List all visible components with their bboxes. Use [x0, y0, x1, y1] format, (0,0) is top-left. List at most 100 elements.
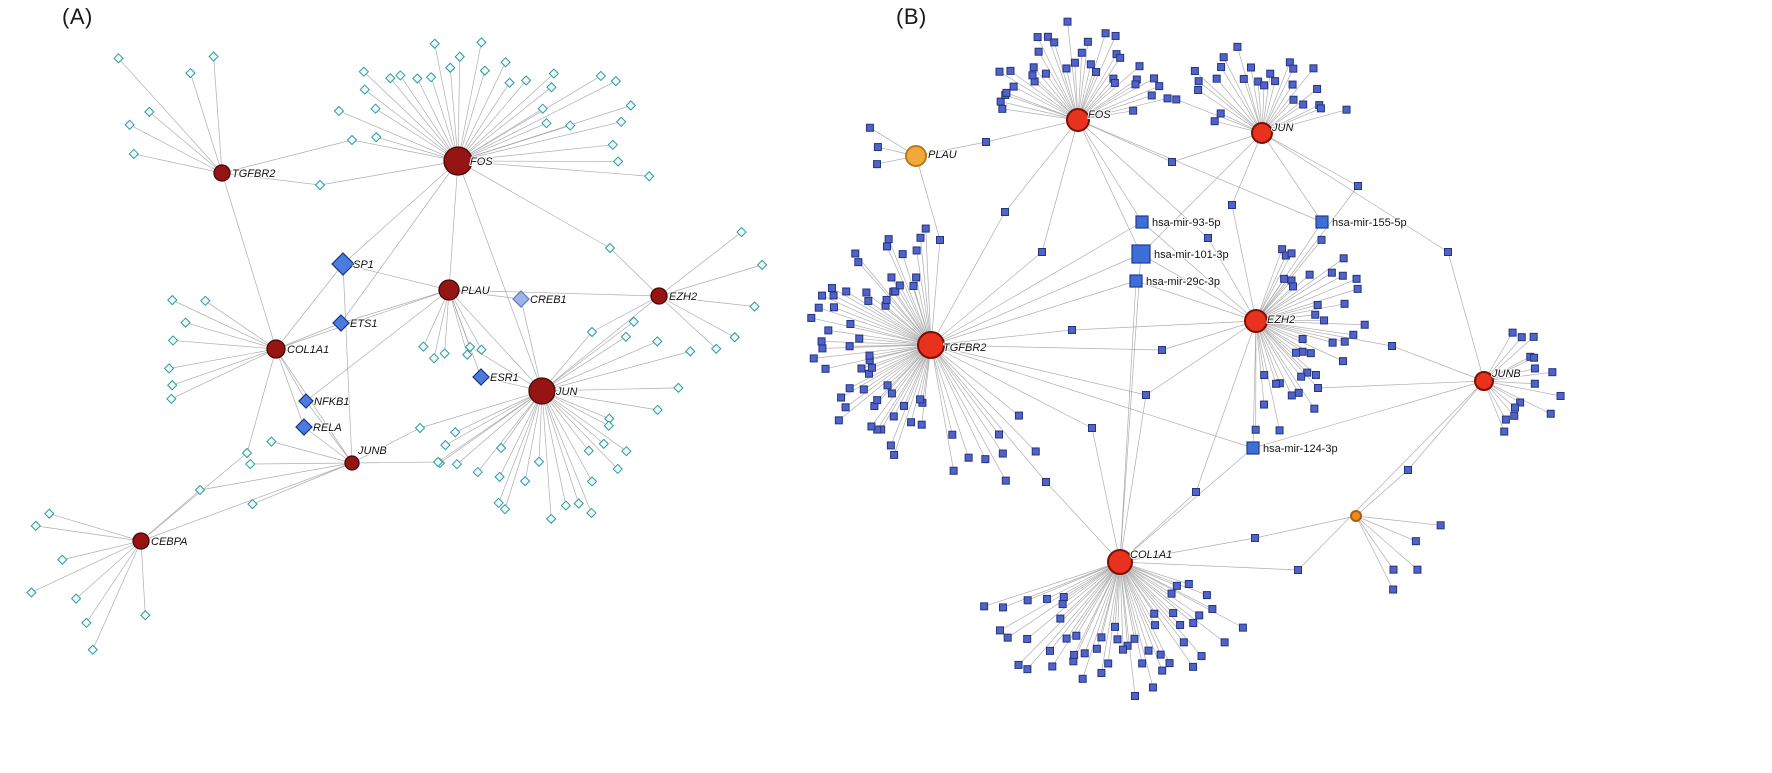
edge [541, 321, 635, 392]
satellite-node [882, 242, 891, 251]
satellite-node [652, 336, 663, 347]
satellite-node [1190, 66, 1199, 75]
satellite-node [541, 117, 552, 129]
edge [1231, 132, 1263, 206]
edge [1005, 94, 1079, 121]
satellite-node [1339, 254, 1348, 263]
satellite-node [1388, 342, 1396, 350]
node-label-ESR1: ESR1 [490, 372, 519, 384]
satellite-node [980, 602, 989, 611]
tf-node-RELA [295, 418, 313, 436]
satellite-node [1083, 37, 1092, 46]
satellite-node [883, 381, 892, 390]
edge [319, 160, 459, 186]
edge [275, 263, 344, 350]
satellite-node [1023, 665, 1032, 674]
edge [541, 351, 691, 392]
satellite-node [889, 412, 898, 421]
edge [1255, 320, 1393, 347]
edge [916, 250, 932, 346]
satellite-node [949, 466, 958, 475]
satellite-node [916, 233, 925, 242]
satellite-node [418, 341, 429, 352]
tf-node-ESR1 [472, 368, 490, 386]
satellite-node [625, 100, 637, 111]
hub-label-JUN: JUN [1271, 122, 1293, 134]
edge [1101, 561, 1121, 674]
edge [524, 390, 543, 482]
edge [342, 263, 450, 291]
satellite-node [1342, 105, 1351, 114]
satellite-node [1158, 666, 1167, 675]
edge [1135, 280, 1257, 322]
satellite-node [1072, 631, 1081, 640]
satellite-node [1500, 427, 1509, 436]
node-label-ETS1: ETS1 [350, 318, 378, 330]
satellite-node [685, 346, 696, 357]
satellite-node [643, 171, 655, 182]
edge [930, 344, 1163, 351]
satellite-node [865, 351, 874, 360]
satellite-node [1340, 299, 1349, 308]
satellite-node [673, 382, 684, 394]
edge [915, 155, 941, 241]
edge [199, 462, 353, 491]
satellite-node [1184, 579, 1193, 588]
satellite-node [907, 418, 916, 427]
satellite-node [1176, 620, 1185, 629]
edge [1067, 21, 1079, 121]
edge [457, 80, 616, 162]
edge [1084, 561, 1121, 654]
satellite-node [180, 317, 191, 328]
satellite-node [1156, 650, 1165, 659]
satellite-node [1172, 95, 1181, 104]
satellite-node [900, 401, 909, 410]
edge [541, 390, 567, 506]
satellite-node [1271, 77, 1280, 86]
hub-label-JUN: JUN [555, 386, 577, 398]
edge [1391, 345, 1485, 382]
edge [275, 348, 353, 464]
satellite-node [827, 284, 836, 293]
satellite-node [573, 498, 584, 509]
satellite-node [1210, 117, 1219, 126]
hub-node-TGFBR2 [917, 331, 945, 359]
satellite-node [824, 326, 833, 335]
satellite-node [464, 341, 476, 353]
edge [351, 427, 421, 464]
satellite-node [429, 38, 440, 49]
satellite-node [1070, 58, 1079, 67]
edge [1261, 68, 1294, 134]
satellite-node [1204, 234, 1212, 242]
edge [845, 344, 932, 408]
satellite-node [736, 226, 747, 238]
edge [821, 295, 932, 346]
satellite-node [1289, 64, 1298, 73]
edge [930, 344, 954, 471]
satellite-node [1238, 623, 1247, 632]
edge [1119, 537, 1256, 563]
edge [1073, 561, 1121, 662]
satellite-node [603, 420, 614, 431]
edge [1237, 46, 1263, 134]
node-label-SP1: SP1 [353, 259, 374, 271]
edge [1004, 119, 1079, 213]
edge [591, 295, 660, 333]
satellite-node [1303, 368, 1312, 377]
satellite-node [1340, 337, 1349, 346]
edge [1077, 41, 1089, 121]
satellite-node [1313, 300, 1322, 309]
satellite-node [124, 119, 135, 131]
edge [213, 56, 223, 174]
satellite-node [1216, 109, 1225, 118]
edge [930, 344, 1000, 435]
satellite-node [500, 57, 511, 68]
satellite-node [1208, 604, 1217, 613]
edge [871, 344, 932, 427]
satellite-node [1043, 32, 1052, 41]
edge [1027, 561, 1121, 601]
satellite-node [472, 466, 483, 478]
edge [448, 160, 459, 291]
satellite-node [586, 507, 597, 519]
